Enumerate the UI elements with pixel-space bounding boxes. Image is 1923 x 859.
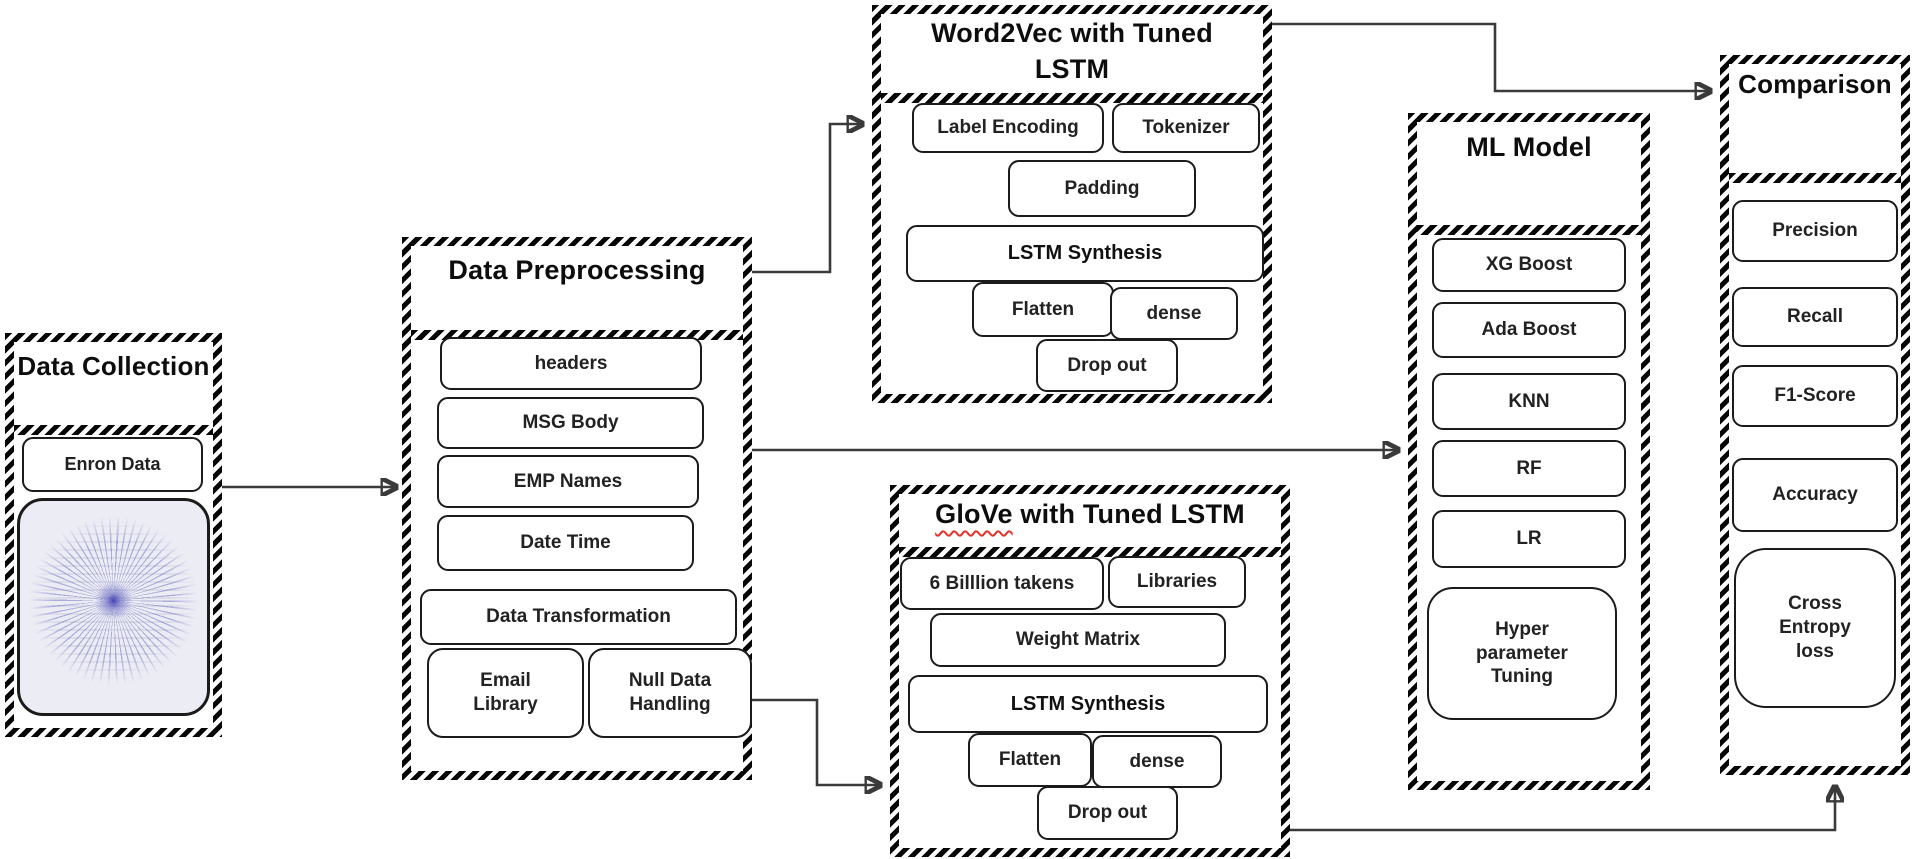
data-collection-panel: Data Collection Enron Data bbox=[5, 333, 222, 737]
arrow-preprocessing-to-word2vec bbox=[752, 124, 862, 274]
enron-wordcloud-image bbox=[17, 498, 210, 716]
node-ada-boost: Ada Boost bbox=[1432, 302, 1626, 358]
panel-separator bbox=[899, 547, 1281, 557]
node-lstm-synthesis: LSTM Synthesis bbox=[906, 225, 1264, 282]
node-emp-names: EMP Names bbox=[437, 455, 699, 508]
node-knn: KNN bbox=[1432, 373, 1626, 430]
node-tokenizer: Tokenizer bbox=[1112, 103, 1260, 153]
node-drop-out: Drop out bbox=[1037, 786, 1178, 840]
node-date-time: Date Time bbox=[437, 515, 694, 571]
ml-model-title: ML Model bbox=[1466, 132, 1592, 162]
node-accuracy: Accuracy bbox=[1732, 458, 1898, 532]
node-flatten: Flatten bbox=[972, 282, 1114, 337]
arrow-preprocessing-to-glove bbox=[752, 698, 880, 785]
node-6-billion-tokens: 6 Billlion takens bbox=[900, 557, 1104, 610]
node-email-library: Email Library bbox=[427, 648, 584, 738]
node-enron-data: Enron Data bbox=[22, 437, 203, 492]
node-msg-body: MSG Body bbox=[437, 397, 704, 449]
node-recall: Recall bbox=[1732, 287, 1898, 347]
panel-separator bbox=[1729, 173, 1901, 183]
panel-separator bbox=[14, 425, 213, 435]
node-dense: dense bbox=[1092, 735, 1222, 788]
node-libraries: Libraries bbox=[1108, 556, 1246, 608]
word2vec-title: Word2Vec with Tuned LSTM bbox=[931, 18, 1213, 85]
arrow-glove-to-comparison bbox=[1290, 787, 1835, 832]
node-rf: RF bbox=[1432, 440, 1626, 497]
node-data-transformation: Data Transformation bbox=[420, 589, 737, 645]
data-preprocessing-title: Data Preprocessing bbox=[448, 255, 706, 285]
node-dense: dense bbox=[1110, 287, 1238, 340]
node-lr: LR bbox=[1432, 510, 1626, 568]
node-precision: Precision bbox=[1732, 200, 1898, 262]
word2vec-panel: Word2Vec with Tuned LSTM Label Encoding … bbox=[872, 5, 1272, 403]
node-xg-boost: XG Boost bbox=[1432, 238, 1626, 292]
node-null-data-handling: Null Data Handling bbox=[588, 648, 752, 738]
node-lstm-synthesis: LSTM Synthesis bbox=[908, 675, 1268, 733]
node-padding: Padding bbox=[1008, 160, 1196, 217]
panel-separator bbox=[881, 93, 1263, 103]
node-drop-out: Drop out bbox=[1036, 339, 1178, 392]
node-flatten: Flatten bbox=[968, 733, 1092, 787]
arrow-word2vec-to-comparison bbox=[1272, 22, 1710, 91]
node-f1-score: F1-Score bbox=[1732, 365, 1898, 427]
node-weight-matrix: Weight Matrix bbox=[930, 613, 1226, 667]
node-headers: headers bbox=[440, 337, 702, 390]
node-cross-entropy-loss: Cross Entropy loss bbox=[1734, 548, 1896, 708]
glove-title-word: GloVe bbox=[935, 499, 1013, 529]
node-label-encoding: Label Encoding bbox=[912, 103, 1104, 153]
data-collection-title: Data Collection bbox=[17, 351, 210, 381]
data-preprocessing-panel: Data Preprocessing headers MSG Body EMP … bbox=[402, 237, 752, 780]
glove-title: GloVe with Tuned LSTM bbox=[902, 496, 1278, 532]
panel-separator bbox=[1417, 225, 1641, 235]
ml-model-panel: ML Model XG Boost Ada Boost KNN RF LR Hy… bbox=[1408, 113, 1650, 790]
comparison-panel: Comparison Precision Recall F1-Score Acc… bbox=[1720, 55, 1910, 775]
node-hyper-parameter-tuning: Hyper parameter Tuning bbox=[1427, 587, 1617, 720]
glove-title-rest: with Tuned LSTM bbox=[1020, 499, 1245, 529]
panel-separator bbox=[411, 330, 743, 340]
glove-panel: GloVe with Tuned LSTM 6 Billlion takens … bbox=[890, 485, 1290, 857]
comparison-title: Comparison bbox=[1738, 69, 1892, 99]
